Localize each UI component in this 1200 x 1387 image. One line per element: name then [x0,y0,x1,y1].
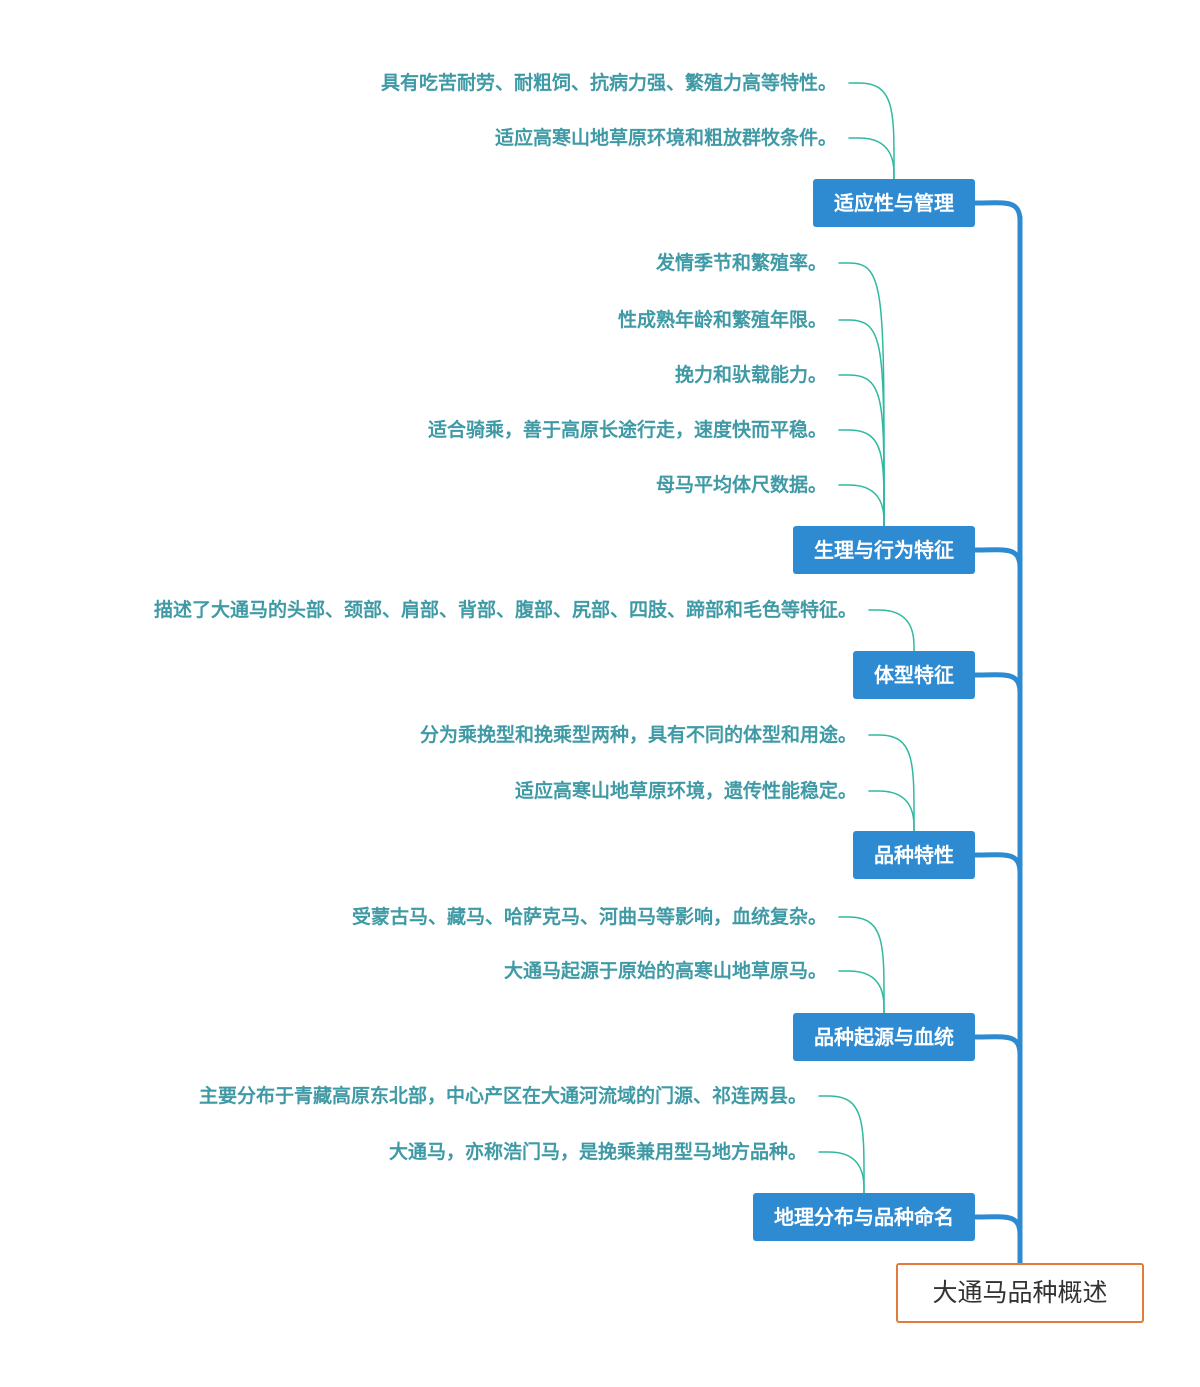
branch-connector [972,1214,1023,1238]
leaf-node[interactable]: 描述了大通马的头部、颈部、肩部、背部、腹部、尻部、四肢、蹄部和毛色等特征。 [154,599,858,621]
leaf-connector [868,790,915,832]
branch-node[interactable]: 品种起源与血统 [793,1013,975,1061]
branch-node[interactable]: 体型特征 [853,651,975,699]
leaf-connector [838,374,885,527]
leaf-connector [818,1151,865,1194]
branch-connector [972,852,1023,876]
leaf-node[interactable]: 受蒙古马、藏马、哈萨克马、河曲马等影响，血统复杂。 [352,906,828,928]
leaf-node[interactable]: 分为乘挽型和挽乘型两种，具有不同的体型和用途。 [420,724,858,746]
leaf-connector [868,734,915,832]
leaf-connector [848,82,895,180]
leaf-node[interactable]: 大通马起源于原始的高寒山地草原马。 [504,960,828,982]
leaf-connector [838,970,885,1014]
leaf-node[interactable]: 适应高寒山地草原环境和粗放群牧条件。 [495,127,838,149]
leaf-connector [848,137,895,180]
branch-connector [972,672,1023,696]
leaf-connector [838,429,885,527]
leaf-connector [838,916,885,1014]
leaf-connector [838,484,885,527]
branch-node[interactable]: 地理分布与品种命名 [753,1193,975,1241]
leaf-node[interactable]: 具有吃苦耐劳、耐粗饲、抗病力强、繁殖力高等特性。 [381,72,838,94]
leaf-node[interactable]: 适应高寒山地草原环境，遗传性能稳定。 [515,780,858,802]
leaf-node[interactable]: 挽力和驮载能力。 [675,364,828,386]
leaf-connector [818,1095,865,1194]
branch-connector [972,1034,1023,1058]
leaf-node[interactable]: 性成熟年龄和繁殖年限。 [618,309,828,331]
leaf-node[interactable]: 母马平均体尺数据。 [656,474,828,496]
leaf-node[interactable]: 适合骑乘，善于高原长途行走，速度快而平稳。 [428,419,828,441]
branch-node[interactable]: 适应性与管理 [813,179,975,227]
leaf-node[interactable]: 发情季节和繁殖率。 [656,252,828,274]
leaf-connector [868,609,915,652]
branch-node[interactable]: 品种特性 [853,831,975,879]
leaf-node[interactable]: 大通马，亦称浩门马，是挽乘兼用型马地方品种。 [389,1141,808,1163]
root-node[interactable]: 大通马品种概述 [896,1263,1144,1323]
branch-connector [972,200,1023,224]
branch-connector [972,547,1023,571]
branch-node[interactable]: 生理与行为特征 [793,526,975,574]
leaf-node[interactable]: 主要分布于青藏高原东北部，中心产区在大通河流域的门源、祁连两县。 [199,1085,808,1107]
